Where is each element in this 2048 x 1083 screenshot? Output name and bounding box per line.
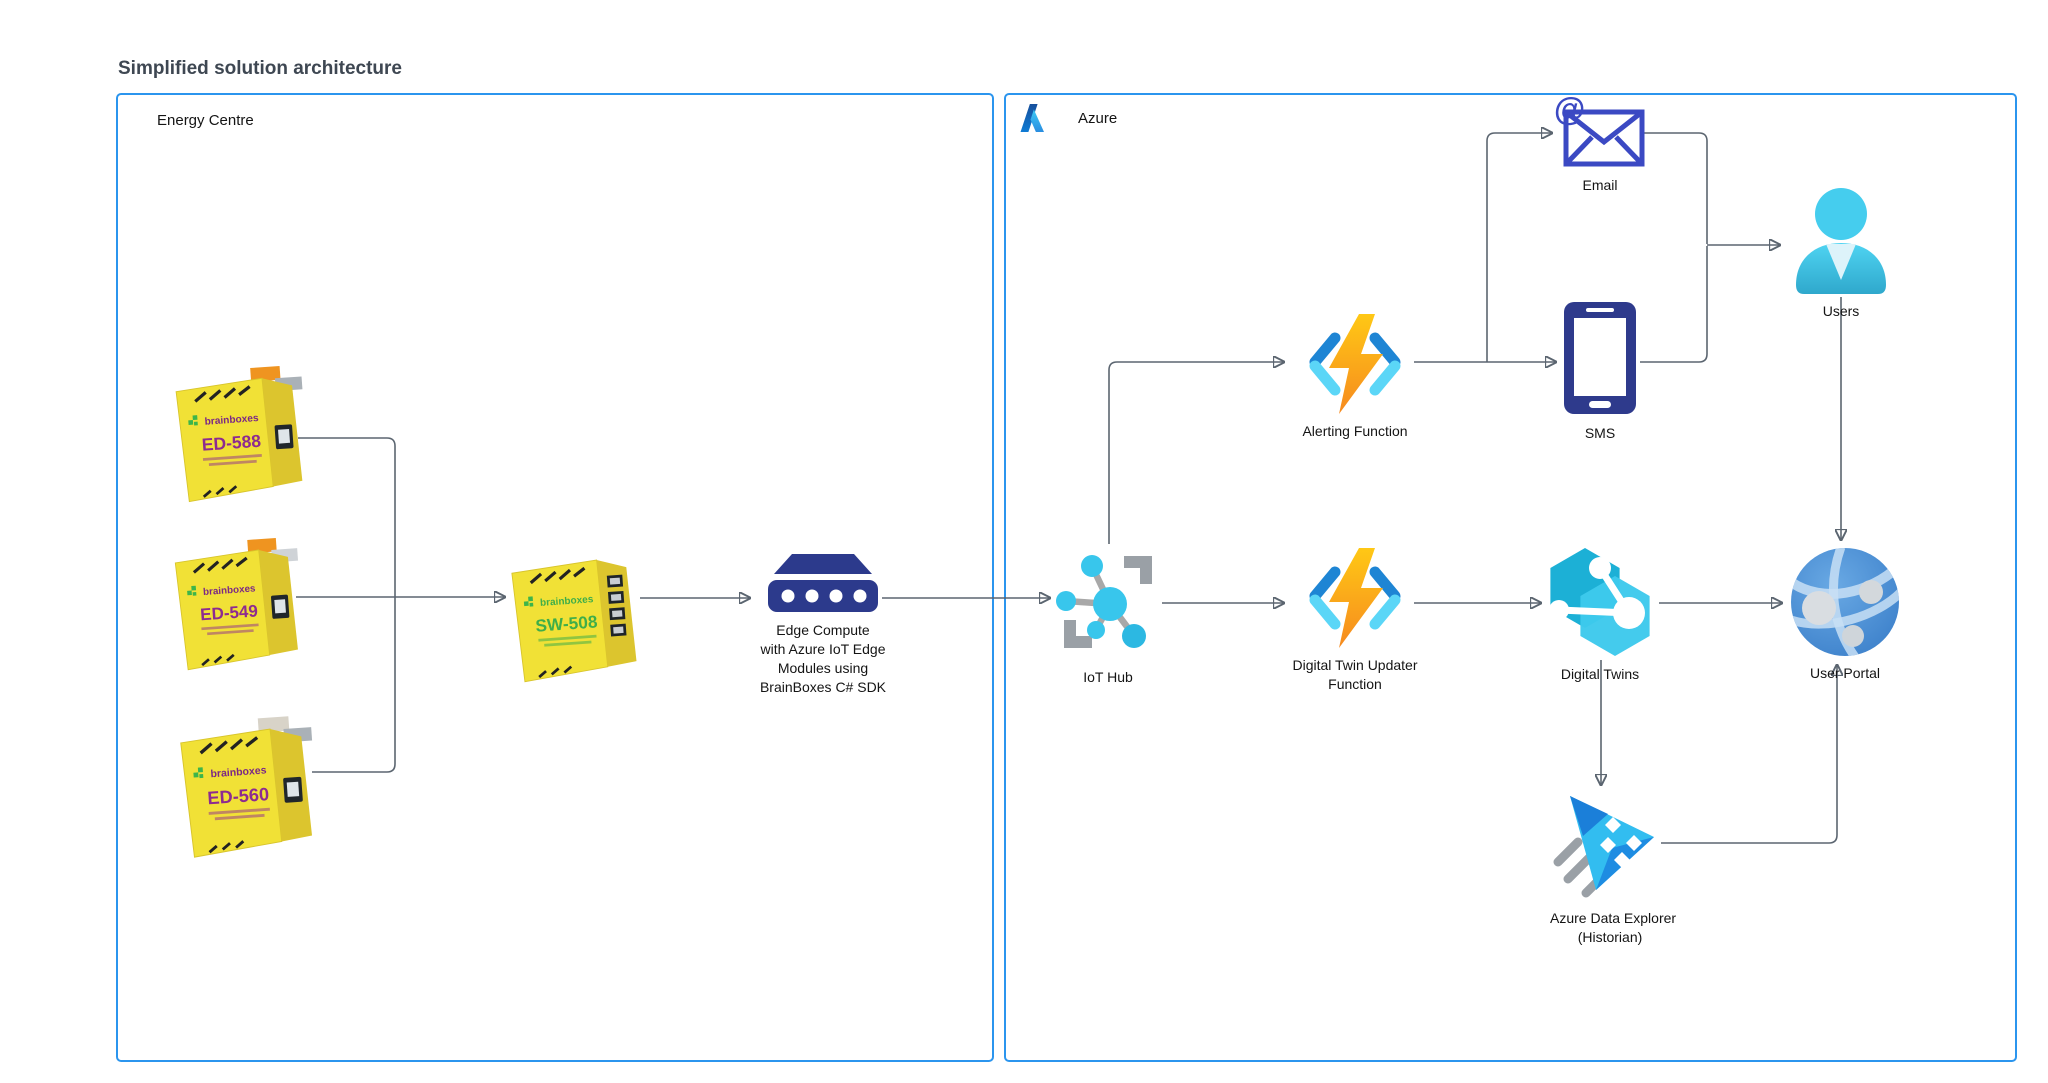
node-digital-twins: Digital Twins xyxy=(1545,546,1655,684)
ed588-brand: brainboxes xyxy=(204,413,259,428)
ed549-brand: brainboxes xyxy=(203,583,257,598)
sw508-brand: brainboxes xyxy=(540,594,594,609)
conn-ed588-bus xyxy=(298,437,396,597)
node-edge-compute: Edge Compute with Azure IoT Edge Modules… xyxy=(709,552,937,697)
digital-twins-label: Digital Twins xyxy=(1560,666,1640,682)
azure-logo-icon xyxy=(1020,104,1044,132)
edge-compute-icon xyxy=(768,554,878,612)
device-sw508-image: brainboxes SW-508 xyxy=(511,559,637,683)
users-person-icon xyxy=(1796,188,1886,294)
azure-data-explorer-icon xyxy=(1553,796,1654,898)
ed549-model: ED-549 xyxy=(200,601,259,624)
iot-hub-label: IoT Hub xyxy=(1083,669,1133,685)
edge-compute-label-line2: with Azure IoT Edge xyxy=(760,641,886,657)
email-icon: @ xyxy=(1554,92,1645,167)
conn-email-to-merge xyxy=(1642,132,1708,244)
edge-compute-label-line1: Edge Compute xyxy=(776,622,870,638)
digital-twin-updater-label-line2: Function xyxy=(1328,676,1382,692)
device-ed549-image: brainboxes ED-549 xyxy=(174,537,299,671)
function-icon xyxy=(1309,548,1401,648)
edge-compute-label-line3: Modules using xyxy=(777,660,869,676)
alerting-function-label: Alerting Function xyxy=(1302,423,1408,439)
node-alerting-function: Alerting Function xyxy=(1285,312,1425,441)
azure-label: Azure xyxy=(1078,110,1118,127)
energy-centre-label: Energy Centre xyxy=(157,112,254,129)
function-icon xyxy=(1309,314,1401,414)
node-email: @ Email xyxy=(1552,92,1648,195)
email-label: Email xyxy=(1582,177,1618,193)
edge-compute-label-line4: BrainBoxes C# SDK xyxy=(759,679,887,695)
adx-label-line2: (Historian) xyxy=(1577,929,1643,945)
energy-centre-container xyxy=(116,93,994,1062)
ed560-brand: brainboxes xyxy=(210,764,267,780)
users-label: Users xyxy=(1822,303,1860,319)
conn-alerting-to-email xyxy=(1486,133,1552,362)
user-portal-label: User Portal xyxy=(1809,665,1881,681)
digital-twin-updater-label-line1: Digital Twin Updater xyxy=(1292,657,1418,673)
node-digital-twin-updater: Digital Twin Updater Function xyxy=(1285,546,1425,694)
azure-container xyxy=(1004,93,2017,1062)
node-user-portal: User Portal xyxy=(1789,546,1901,683)
ed560-model: ED-560 xyxy=(207,784,270,808)
page-title: Simplified solution architecture xyxy=(118,58,402,79)
node-sms: SMS xyxy=(1559,300,1641,443)
sms-phone-icon xyxy=(1564,302,1636,414)
iot-hub-icon xyxy=(1056,555,1152,648)
conn-iothub-to-alerting xyxy=(1108,362,1284,544)
conn-adx-to-portal xyxy=(1661,665,1837,844)
digital-twins-icon xyxy=(1549,548,1650,656)
email-at-glyph: @ xyxy=(1554,92,1585,127)
node-azure-data-explorer: Azure Data Explorer (Historian) xyxy=(1550,790,1677,947)
node-iot-hub: IoT Hub xyxy=(1043,542,1173,687)
device-ed560-image: brainboxes ED-560 xyxy=(180,716,313,858)
conn-ed560-bus xyxy=(312,597,396,773)
adx-label-line1: Azure Data Explorer xyxy=(1550,910,1677,926)
device-ed588-image: brainboxes ED-588 xyxy=(175,365,303,503)
user-portal-globe-icon xyxy=(1791,548,1899,656)
conn-sms-to-merge xyxy=(1640,246,1708,363)
sw508-model: SW-508 xyxy=(535,611,599,635)
ed588-model: ED-588 xyxy=(201,431,262,455)
sms-label: SMS xyxy=(1584,425,1616,441)
node-users: Users xyxy=(1787,182,1895,321)
